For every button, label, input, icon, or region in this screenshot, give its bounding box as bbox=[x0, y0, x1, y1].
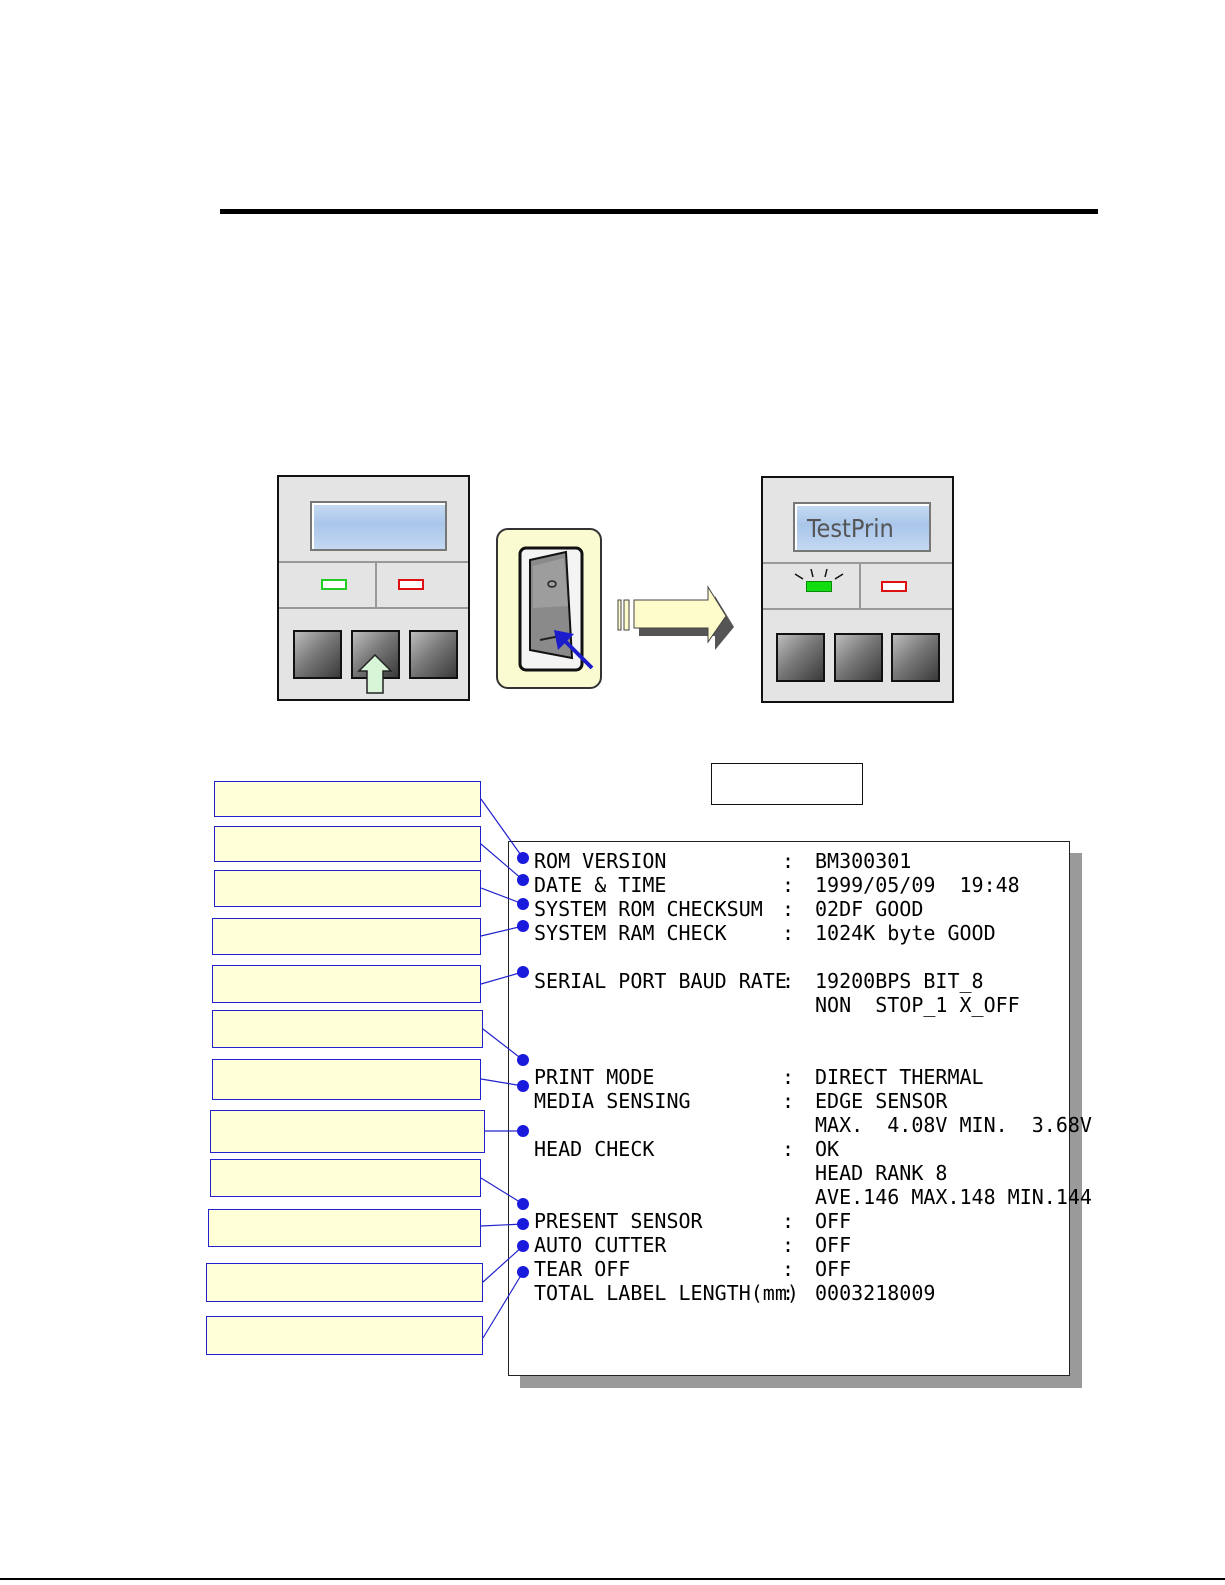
printout-value: 0003218009 bbox=[815, 1281, 936, 1305]
lcd-display bbox=[310, 501, 447, 551]
printout-separator: : bbox=[782, 921, 795, 945]
printout-value: DIRECT THERMAL bbox=[815, 1065, 984, 1089]
printout-separator: : bbox=[782, 1257, 795, 1281]
printout-label: MEDIA SENSING bbox=[534, 1089, 691, 1113]
printout-label: SYSTEM ROM CHECKSUM bbox=[534, 897, 763, 921]
feed-key[interactable] bbox=[776, 633, 825, 682]
printout-separator: : bbox=[782, 969, 795, 993]
caption-box bbox=[212, 918, 481, 955]
printout-label: TOTAL LABEL LENGTH(mm) bbox=[534, 1281, 799, 1305]
top-rule bbox=[220, 209, 1098, 214]
printout-label: TEAR OFF bbox=[534, 1257, 631, 1281]
caption-box bbox=[212, 965, 481, 1003]
error-led bbox=[881, 581, 907, 592]
lcd-display: TestPrin bbox=[793, 502, 931, 552]
printout-label: SYSTEM RAM CHECK bbox=[534, 921, 727, 945]
pointer-arrow-icon bbox=[554, 630, 594, 670]
caption-box bbox=[212, 1010, 483, 1048]
panel-divider bbox=[763, 608, 952, 610]
printout-value: 02DF GOOD bbox=[815, 897, 924, 921]
printout-label: SERIAL PORT BAUD RATE bbox=[534, 969, 787, 993]
self-test-printout bbox=[508, 841, 1070, 1376]
caption-box bbox=[214, 826, 481, 862]
printout-separator: : bbox=[782, 1089, 795, 1113]
printout-value: MAX. 4.08V MIN. 3.68V bbox=[815, 1113, 1092, 1137]
caption-box bbox=[210, 1159, 481, 1197]
printer-panel-after: TestPrin bbox=[761, 476, 954, 703]
printout-label: AUTO CUTTER bbox=[534, 1233, 667, 1257]
caption-box bbox=[212, 1059, 481, 1100]
caption-box bbox=[206, 1316, 483, 1355]
printout-value: OFF bbox=[815, 1233, 852, 1257]
printout-value: 1024K byte GOOD bbox=[815, 921, 996, 945]
printout-separator: : bbox=[782, 1209, 795, 1233]
panel-divider bbox=[763, 562, 952, 564]
printout-title-box bbox=[711, 763, 863, 805]
caption-box bbox=[208, 1209, 481, 1247]
caption-box bbox=[206, 1263, 483, 1302]
caption-box bbox=[214, 870, 481, 907]
power-switch-box bbox=[496, 528, 602, 689]
pause-key[interactable] bbox=[834, 633, 883, 682]
printout-separator: : bbox=[782, 1065, 795, 1089]
right-arrow-icon bbox=[617, 585, 734, 650]
up-arrow-icon bbox=[357, 653, 393, 694]
printout-value: NON STOP_1 X_OFF bbox=[815, 993, 1020, 1017]
printout-label: HEAD CHECK bbox=[534, 1137, 655, 1161]
panel-divider bbox=[279, 561, 468, 563]
printout-value: BM300301 bbox=[815, 849, 912, 873]
printout-separator: : bbox=[782, 873, 795, 897]
printout-label: PRINT MODE bbox=[534, 1065, 655, 1089]
printout-value: AVE.146 MAX.148 MIN.144 bbox=[815, 1185, 1092, 1209]
printout-separator: : bbox=[782, 1233, 795, 1257]
online-led bbox=[806, 581, 832, 592]
caption-box bbox=[210, 1110, 485, 1153]
bottom-rule bbox=[0, 1578, 1225, 1580]
printout-separator: : bbox=[782, 1137, 795, 1161]
panel-divider bbox=[375, 561, 377, 607]
printout-label: ROM VERSION bbox=[534, 849, 667, 873]
cancel-key[interactable] bbox=[409, 630, 458, 679]
printout-value: OFF bbox=[815, 1257, 852, 1281]
printer-panel-before bbox=[277, 475, 470, 701]
feed-key[interactable] bbox=[293, 630, 342, 679]
printout-separator: : bbox=[782, 849, 795, 873]
led-blink-icon bbox=[794, 568, 844, 580]
printout-label: DATE & TIME bbox=[534, 873, 667, 897]
printout-value: 1999/05/09 19:48 bbox=[815, 873, 1020, 897]
printout-separator: : bbox=[782, 1281, 795, 1305]
cancel-key[interactable] bbox=[891, 633, 940, 682]
printout-value: OFF bbox=[815, 1209, 852, 1233]
caption-box bbox=[214, 781, 481, 817]
error-led bbox=[398, 579, 424, 590]
printout-value: OK bbox=[815, 1137, 840, 1161]
printout-value: HEAD RANK 8 bbox=[815, 1161, 948, 1185]
panel-divider bbox=[279, 607, 468, 609]
printout-label: PRESENT SENSOR bbox=[534, 1209, 703, 1233]
printout-value: 19200BPS BIT_8 bbox=[815, 969, 984, 993]
printout-value: EDGE SENSOR bbox=[815, 1089, 948, 1113]
printout-separator: : bbox=[782, 897, 795, 921]
online-led bbox=[321, 579, 347, 590]
panel-divider bbox=[859, 562, 861, 608]
